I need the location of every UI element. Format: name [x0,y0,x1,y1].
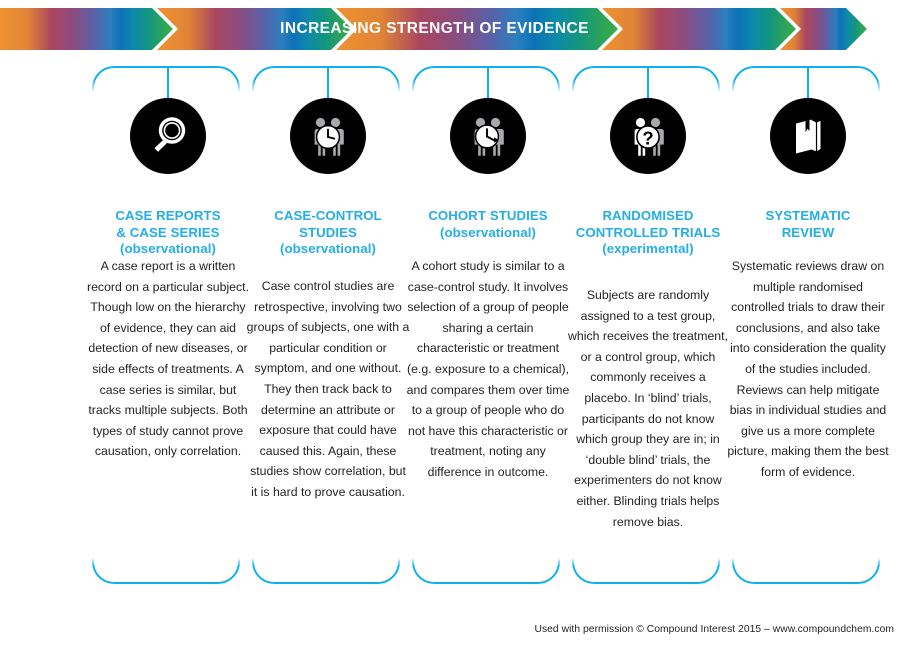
heading-line-1: CASE-CONTROL [274,208,382,223]
heading-line-1: SYSTEMATIC [765,208,851,223]
column-heading: COHORT STUDIES (observational) [408,208,568,241]
credit-line: Used with permission © Compound Interest… [534,624,894,635]
svg-text:?: ? [642,127,653,148]
heading-subtitle: (experimental) [602,241,694,256]
evidence-column-systematic-review[interactable]: SYSTEMATIC REVIEW Systematic reviews dra… [727,60,889,590]
column-heading: SYSTEMATIC REVIEW [728,208,888,241]
card-bottom-edge [412,558,560,584]
heading-line-2: STUDIES [299,224,357,240]
column-body-text: Subjects are randomly assigned to a test… [568,288,728,529]
column-body-text: Systematic reviews draw on multiple rand… [727,259,889,479]
heading-line-1: RANDOMISED [602,208,694,223]
heading-line-1: CASE REPORTS [115,208,221,223]
column-heading: CASE REPORTS & CASE SERIES (observationa… [88,208,248,258]
heading-line-2: REVIEW [781,224,835,240]
heading-line-2: CONTROLLED TRIALS [575,224,721,240]
connector-stem [486,66,490,102]
heading-line-2: & CASE SERIES [116,224,220,240]
column-body-text: A cohort study is similar to a case-cont… [406,259,570,479]
book-bookmark-icon [770,98,846,174]
evidence-column-cohort[interactable]: COHORT STUDIES (observational) A cohort … [406,60,570,590]
card-bottom-edge [732,558,880,584]
evidence-column-case-control[interactable]: CASE-CONTROL STUDIES (observational) Cas… [246,60,410,590]
evidence-strength-banner: INCREASING STRENGTH OF EVIDENCE [0,8,911,50]
two-people-clock-icon [290,98,366,174]
connector-stem [806,66,810,102]
card-bottom-edge [252,558,400,584]
evidence-column-rct[interactable]: ? RANDOMISED CONTROLLED TRIALS (experime… [568,60,728,590]
heading-subtitle: (observational) [439,224,537,240]
heading-subtitle: (observational) [119,241,217,256]
banner-arrows [0,8,867,50]
column-heading: RANDOMISED CONTROLLED TRIALS (experiment… [568,208,728,258]
column-body-text: A case report is a written record on a p… [87,259,249,459]
heading-subtitle: (observational) [279,241,377,256]
evidence-column-case-reports[interactable]: CASE REPORTS & CASE SERIES (observationa… [87,60,249,590]
connector-stem [166,66,170,102]
column-heading: CASE-CONTROL STUDIES (observational) [248,208,408,258]
card-bottom-edge [92,558,240,584]
evidence-columns: CASE REPORTS & CASE SERIES (observationa… [0,60,911,590]
two-people-clock-arrow-icon [450,98,526,174]
column-body-text: Case control studies are retrospective, … [246,279,410,499]
heading-line-1: COHORT STUDIES [428,208,548,223]
card-bottom-edge [572,558,720,584]
connector-stem [326,66,330,102]
connector-stem [646,66,650,102]
magnifier-icon [130,98,206,174]
two-people-question-icon: ? [610,98,686,174]
